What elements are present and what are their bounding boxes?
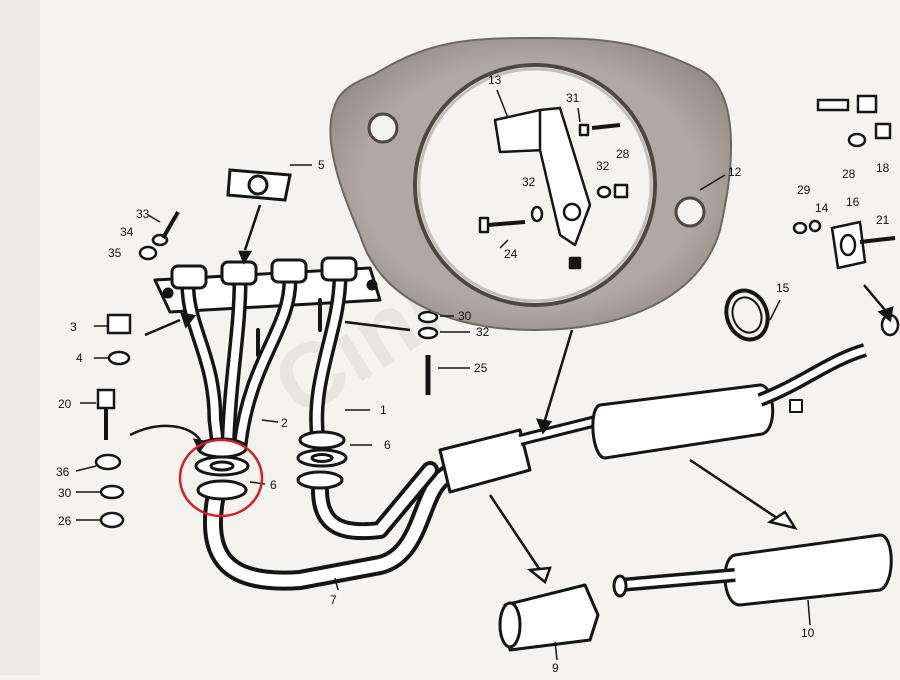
highlight-circle xyxy=(178,438,264,518)
part-label-36: 36 xyxy=(56,465,70,479)
part-15-ring xyxy=(724,288,770,342)
part-label-32c: 32 xyxy=(476,325,490,339)
part-label-26: 26 xyxy=(58,514,72,528)
part-28-nut xyxy=(613,183,629,199)
part-26-nut xyxy=(99,511,125,529)
part-9-box xyxy=(498,583,600,652)
rear-silencer xyxy=(612,533,893,607)
part-36-washer xyxy=(94,453,122,471)
part-5-gasket xyxy=(226,168,292,202)
left-hardware xyxy=(94,211,180,529)
gasket-6-right xyxy=(296,448,348,468)
part-label-1: 1 xyxy=(380,403,387,417)
part-label-10: 10 xyxy=(801,626,815,640)
part-label-14: 14 xyxy=(815,201,829,215)
part-label-30b: 30 xyxy=(58,486,72,500)
part-20-bolt xyxy=(96,388,116,410)
part-label-33: 33 xyxy=(136,207,150,221)
leader-lines xyxy=(75,89,811,661)
part-label-28b: 28 xyxy=(842,167,856,181)
down-pipe xyxy=(196,455,470,591)
part-label-15: 15 xyxy=(776,281,790,295)
part-label-12: 12 xyxy=(728,165,742,179)
part-35-nut xyxy=(138,245,158,261)
part-4-nut xyxy=(107,350,131,366)
right-hardware xyxy=(792,94,900,337)
paper-shadow xyxy=(0,0,40,675)
part-labels: 1 2 3 4 5 6 6 7 9 10 12 13 14 15 16 18 2… xyxy=(56,73,890,675)
gasket-6-left xyxy=(194,455,250,477)
part-32-washer xyxy=(596,185,612,199)
gasket-photo xyxy=(329,36,733,332)
part-label-20: 20 xyxy=(58,397,72,411)
part-label-21: 21 xyxy=(876,213,890,227)
part-label-9: 9 xyxy=(552,661,559,675)
part-label-35: 35 xyxy=(108,246,122,260)
part-label-29: 29 xyxy=(797,183,811,197)
part-label-4: 4 xyxy=(76,351,83,365)
part-30-washer xyxy=(99,484,125,500)
part-label-28a: 28 xyxy=(616,147,630,161)
part-label-30a: 30 xyxy=(458,309,472,323)
part-label-2: 2 xyxy=(281,416,288,430)
part-label-25: 25 xyxy=(474,361,488,375)
pointer-arrows xyxy=(129,204,894,585)
part-label-7: 7 xyxy=(330,593,337,607)
part-3-nut xyxy=(106,313,132,335)
part-label-31: 31 xyxy=(566,91,580,105)
part-label-6a: 6 xyxy=(384,438,391,452)
bracket-assembly xyxy=(478,106,629,270)
part-label-16: 16 xyxy=(846,195,860,209)
part-label-18: 18 xyxy=(876,161,890,175)
part-label-3: 3 xyxy=(70,320,77,334)
part-label-5: 5 xyxy=(318,158,325,172)
part-label-13: 13 xyxy=(488,73,502,87)
part-label-32b: 32 xyxy=(522,175,536,189)
part-label-34: 34 xyxy=(120,225,134,239)
center-pipe-assembly xyxy=(438,343,868,494)
part-label-24: 24 xyxy=(504,247,518,261)
part-31-washer xyxy=(578,123,590,137)
part-label-32a: 32 xyxy=(596,159,610,173)
part-24-bolt xyxy=(478,216,490,234)
part-label-6b: 6 xyxy=(270,478,277,492)
